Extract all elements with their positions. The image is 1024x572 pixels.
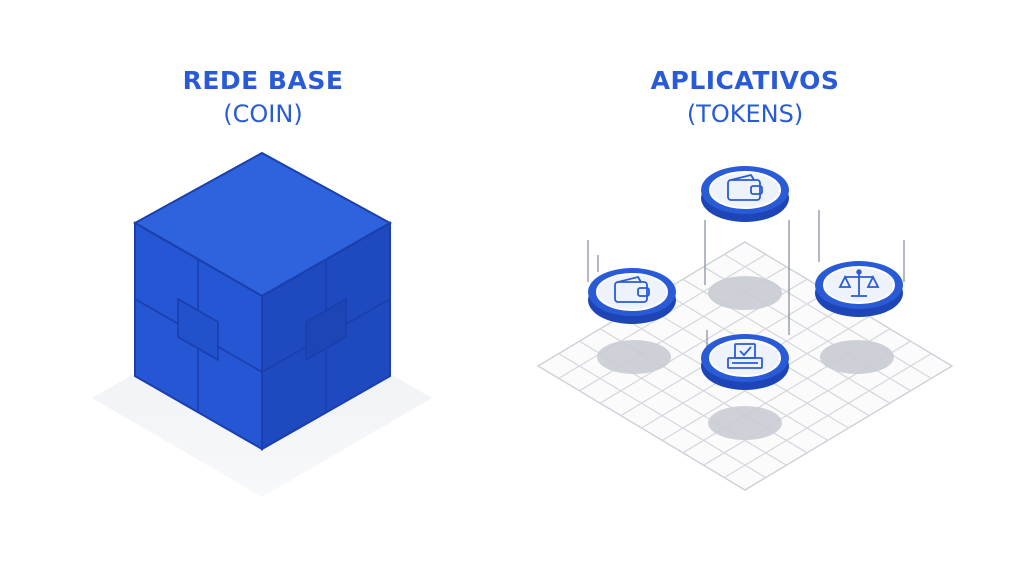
token-shadow-right xyxy=(820,340,894,374)
wallet-icon xyxy=(614,275,650,303)
aplicativos-subtitle: (TOKENS) xyxy=(686,100,804,128)
rede-base-title: REDE BASE xyxy=(182,66,344,95)
scales-icon xyxy=(838,269,880,297)
grid-line xyxy=(723,353,932,479)
token-shadow-top xyxy=(708,276,782,310)
rede-base-subtitle: (COIN) xyxy=(223,100,303,128)
rede-base-heading: REDE BASE (COIN) xyxy=(113,66,413,130)
cube-left-seams xyxy=(134,260,263,413)
aplicativos-heading: APLICATIVOS (TOKENS) xyxy=(595,66,895,130)
cube-right-seams xyxy=(261,260,391,413)
base-cube xyxy=(92,151,432,497)
token-ballot-bottom xyxy=(701,334,789,390)
grid-line xyxy=(723,253,932,379)
token-shadow-bottom xyxy=(708,406,782,440)
aplicativos-title: APLICATIVOS xyxy=(650,66,840,95)
lift-lines xyxy=(587,210,905,348)
token-scales-right xyxy=(815,261,903,317)
token-shadows xyxy=(597,276,894,440)
token-wallet-top xyxy=(701,166,789,222)
token-shadow-left xyxy=(597,340,671,374)
wallet-icon xyxy=(727,173,763,201)
token-wallet-left xyxy=(588,268,676,324)
ballot-box-icon xyxy=(727,343,763,369)
